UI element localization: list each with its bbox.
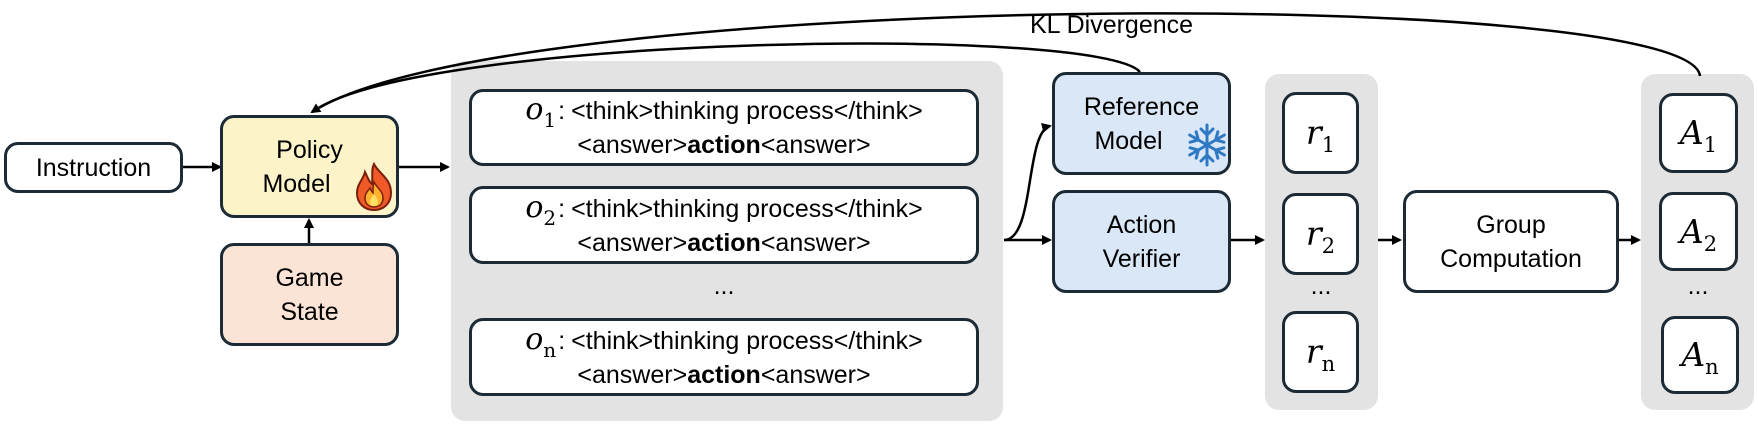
outputs-ellipsis: ... [713,272,735,300]
reward-box-n: rn [1282,311,1359,393]
advantage-box-1: A1 [1659,93,1738,173]
reference-model-line1: Reference [1083,92,1200,121]
game-state-box: Game State [220,243,399,346]
output-answer-1: <answer>action<answer> [577,131,871,159]
output-box-2: o2: <think>thinking process</think> <ans… [469,186,979,264]
policy-model-line1: Policy [276,135,343,164]
output-symbol-n: on [525,321,557,362]
reward-box-1: r1 [1282,92,1359,174]
advantage-symbol-n: An [1681,335,1719,379]
reward-symbol-1: r1 [1305,113,1336,157]
game-state-line2: State [280,297,339,326]
group-computation-line1: Group [1476,210,1546,239]
output-think-n: <think>thinking process</think> [571,326,923,355]
snowflake-icon [1188,123,1226,167]
advantage-box-2: A2 [1659,192,1738,271]
output-box-1: o1: <think>thinking process</think> <ans… [469,89,979,166]
reference-model-line2: Model [1094,126,1163,155]
instruction-label: Instruction [35,153,152,182]
reference-model-box: Reference Model [1052,72,1231,175]
advantage-box-n: An [1661,316,1739,394]
kl-divergence-label: KL Divergence [1030,11,1194,39]
output-think-1: <think>thinking process</think> [571,97,923,125]
output-think-2: <think>thinking process</think> [571,194,923,223]
action-verifier-line2: Verifier [1102,244,1181,273]
advantage-symbol-2: A2 [1679,211,1718,256]
advantage-symbol-1: A1 [1679,113,1718,157]
output-answer-2: <answer>action<answer> [577,228,871,257]
arrow-outputs-to-reference [1003,123,1052,242]
policy-model-line2: Model [262,169,331,198]
group-computation-box: Group Computation [1403,190,1619,293]
output-answer-n: <answer>action<answer> [577,360,871,389]
group-computation-line2: Computation [1440,244,1582,273]
instruction-box: Instruction [4,142,183,193]
policy-model-box: Policy Model [220,115,399,218]
action-verifier-box: Action Verifier [1052,190,1231,293]
fire-icon [355,162,393,212]
reward-box-2: r2 [1282,193,1359,275]
game-state-line1: Game [275,263,344,292]
action-verifier-line1: Action [1106,210,1177,239]
kl-curve-reference [311,42,1141,114]
reward-symbol-n: rn [1305,332,1336,376]
kl-curve-advantages [310,12,1702,114]
output-box-n: on: <think>thinking process</think> <ans… [469,318,979,396]
reward-symbol-2: r2 [1305,214,1336,258]
output-symbol-2: o2 [525,189,557,230]
rewards-ellipsis: ... [1310,272,1332,300]
advantages-ellipsis: ... [1687,272,1709,300]
output-symbol-1: o1 [525,92,557,132]
